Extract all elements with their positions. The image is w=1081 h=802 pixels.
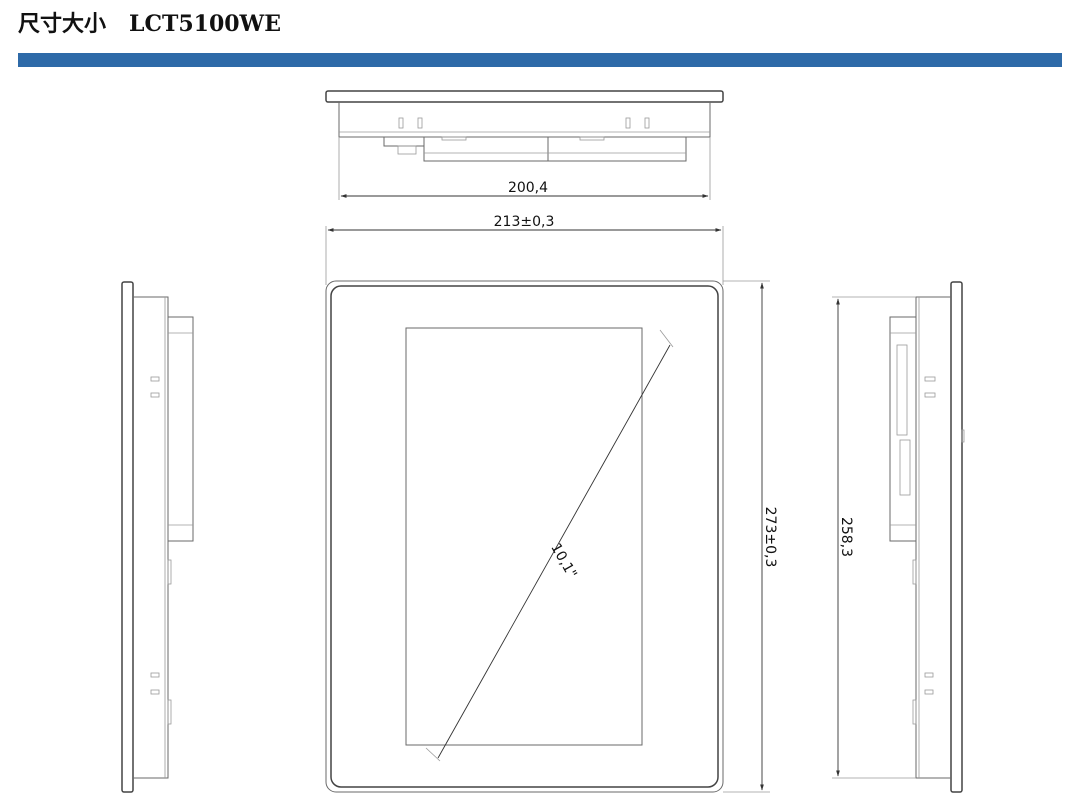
front-view	[325, 280, 724, 793]
title-divider-bar	[18, 53, 1062, 67]
dim-top-width: 200,4	[340, 180, 709, 198]
dim-label-front-height: 273±0,3	[762, 507, 778, 568]
dim-label-top-width: 200,4	[508, 180, 548, 196]
dim-label-front-width: 213±0,3	[494, 214, 555, 230]
dim-label-diagonal: 10,1"	[547, 541, 579, 582]
dim-label-side-height: 258,3	[838, 517, 854, 557]
dim-side-height: 258,3	[832, 296, 916, 779]
dim-front-height: 273±0,3	[723, 280, 778, 793]
right-side-view	[889, 281, 965, 793]
dim-front-width: 213±0,3	[325, 214, 724, 285]
page-title: 尺寸大小 LCT5100WE	[18, 11, 282, 37]
left-side-view	[121, 281, 194, 793]
top-view	[325, 90, 724, 200]
dim-diagonal: 10,1"	[425, 329, 674, 762]
